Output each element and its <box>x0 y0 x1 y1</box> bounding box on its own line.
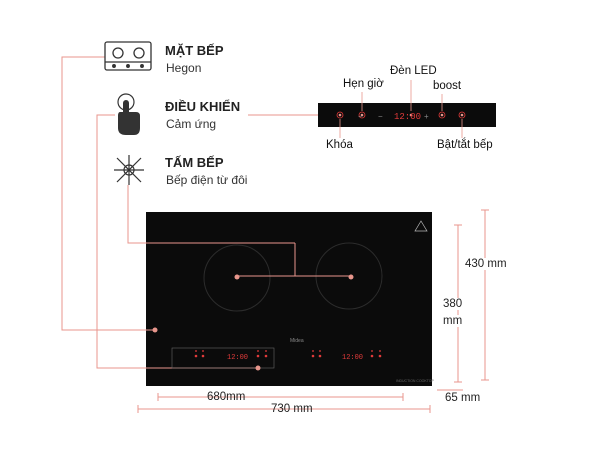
label-timer: Hẹn giờ <box>343 78 384 90</box>
label-power: Bật/tắt bếp <box>437 139 493 151</box>
control-panel-callout-lines <box>339 80 463 138</box>
svg-text:+: + <box>424 112 429 121</box>
label-boost: boost <box>433 80 462 92</box>
connector-mat-bep <box>61 56 155 331</box>
timer-button-icon <box>358 111 366 119</box>
warning-icon <box>414 220 428 232</box>
svg-text:−: − <box>358 112 363 121</box>
control-panel-display: 12:00 <box>394 112 421 122</box>
dim-label-380-unit: mm <box>443 315 463 327</box>
feature-title-dieu-khien: ĐIỀU KHIỂN <box>165 99 241 114</box>
model-text: INDUCTION COOKTOP <box>396 379 435 383</box>
touch-hand-icon <box>117 93 140 135</box>
power-button-icon <box>458 111 466 119</box>
feature-title-tam-bep: TẤM BẾP <box>165 155 224 170</box>
label-lock: Khóa <box>326 139 353 151</box>
brand-logo: Midea <box>290 338 304 344</box>
dim-label-380-value: 380 <box>443 298 463 310</box>
cooktop-icon <box>104 41 152 71</box>
left-zone-display: 12:00 <box>227 354 248 362</box>
dim-label-430: 430 mm <box>463 258 509 270</box>
induction-icon <box>114 155 144 185</box>
lock-button-icon <box>336 111 344 119</box>
control-panel-buttons <box>336 111 466 119</box>
control-panel-strip <box>318 103 496 127</box>
dim-label-730: 730 mm <box>271 403 313 415</box>
svg-text:−: − <box>378 112 383 121</box>
dim-label-65: 65 mm <box>445 392 481 404</box>
right-zone-display: 12:00 <box>342 354 363 362</box>
cooktop-glass <box>146 212 432 386</box>
dim-ticks <box>137 209 489 413</box>
left-cooking-zone <box>203 244 271 312</box>
feature-title-mat-bep: MẶT BẾP <box>165 43 224 58</box>
callout-pins <box>152 274 354 371</box>
feature-sub-mat-bep: Hegon <box>166 61 202 75</box>
connectors-on-glass <box>128 242 351 369</box>
label-led: Đèn LED <box>390 65 437 77</box>
control-panel-pins <box>338 113 464 117</box>
cooktop-control-dots <box>194 350 382 358</box>
feature-sub-tam-bep: Bếp điện từ đôi <box>166 173 248 187</box>
dim-label-680: 680mm <box>207 391 246 403</box>
feature-sub-dieu-khien: Cảm ứng <box>166 117 217 131</box>
boost-button-icon <box>438 111 446 119</box>
